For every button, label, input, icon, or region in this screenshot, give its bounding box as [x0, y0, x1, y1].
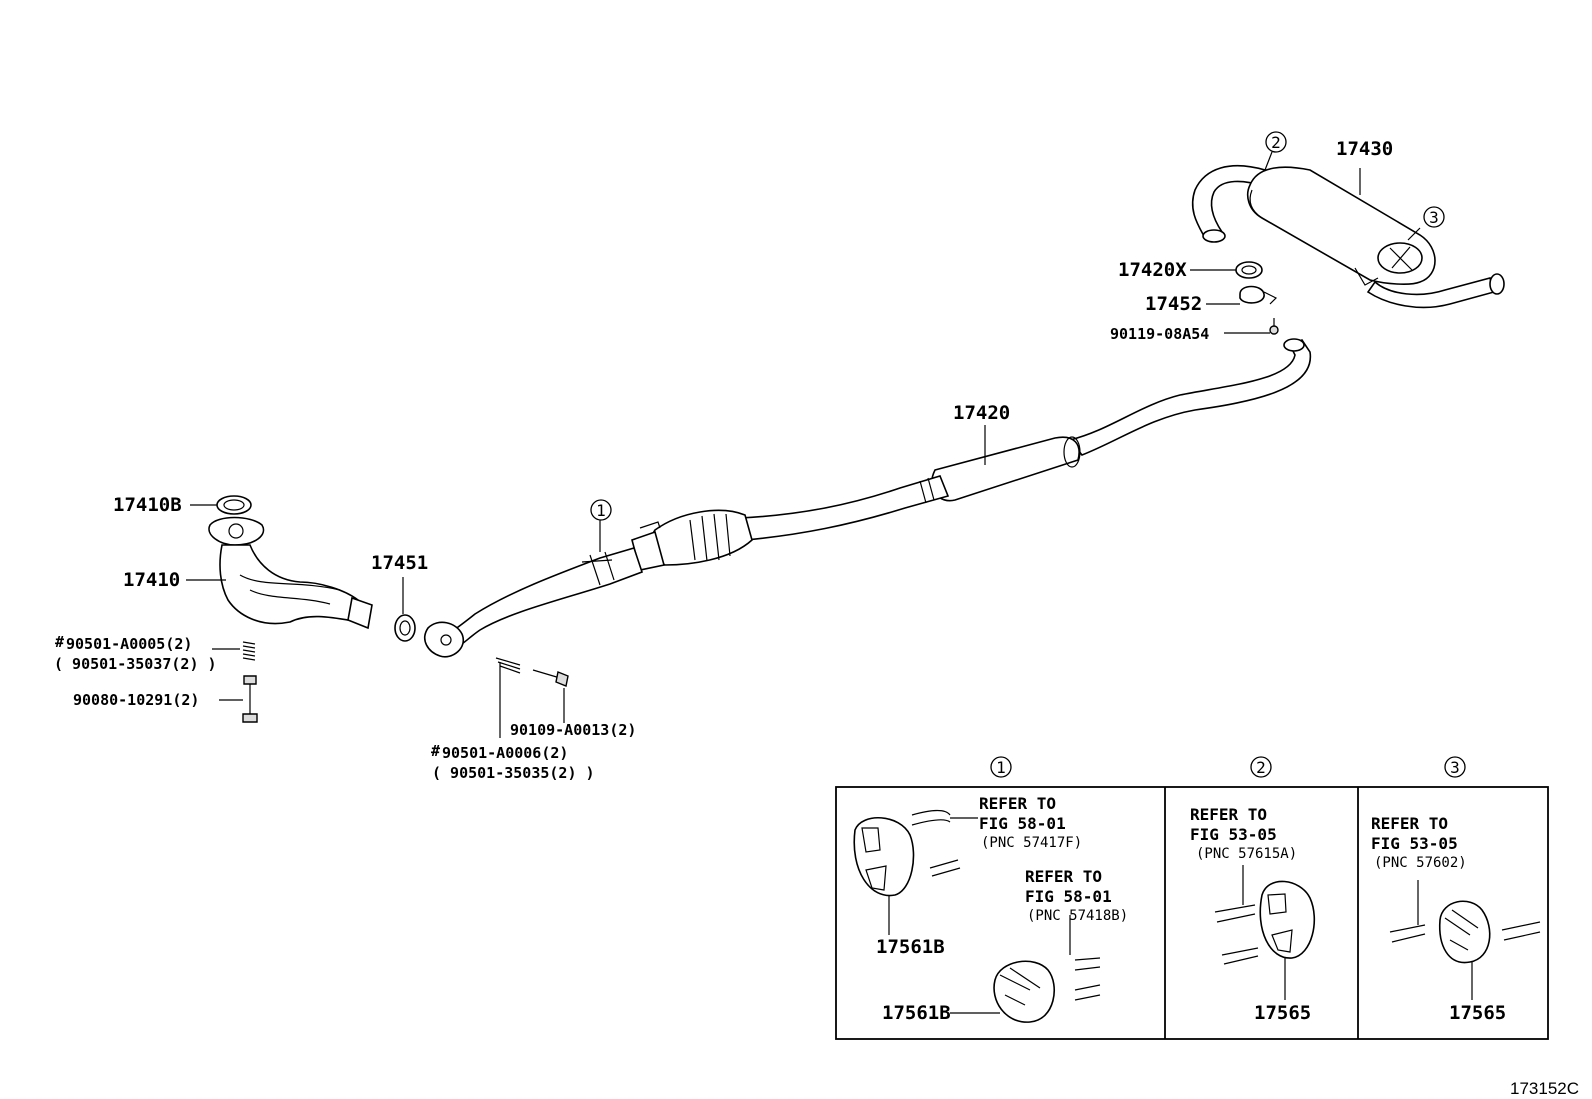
label-17410B: 17410B [113, 494, 182, 516]
panel-2: REFER TO FIG 53-05 (PNC 57615A) 17565 [1190, 805, 1316, 1024]
leader-lines [186, 151, 1421, 738]
svg-text:3: 3 [1450, 758, 1460, 777]
callout-3: 3 [1423, 206, 1445, 228]
label-17565-a: 17565 [1254, 1002, 1311, 1024]
label-17561B-a: 17561B [876, 936, 945, 958]
panel-1: REFER TO FIG 58-01 (PNC 57417F) REFER TO… [853, 794, 1128, 1024]
svg-text:FIG 53-05: FIG 53-05 [1190, 825, 1277, 844]
label-17430: 17430 [1336, 138, 1393, 160]
svg-text:FIG 58-01: FIG 58-01 [979, 814, 1066, 833]
main-callouts: 1 2 3 [590, 131, 1445, 521]
label-17451: 17451 [371, 552, 428, 574]
panel-2-number: 2 [1250, 756, 1272, 778]
hash-mark-2: # [431, 742, 440, 760]
svg-text:2: 2 [1256, 758, 1266, 777]
svg-text:1: 1 [996, 758, 1006, 777]
figure-id: 173152C [1510, 1079, 1579, 1098]
front-hardware [242, 641, 569, 723]
rear-joint-hardware [1235, 261, 1279, 335]
svg-text:(PNC 57602): (PNC 57602) [1374, 855, 1467, 871]
callout-1: 1 [590, 499, 612, 521]
label-17410: 17410 [123, 569, 180, 591]
svg-text:FIG 53-05: FIG 53-05 [1371, 834, 1458, 853]
front-pipe-drawing [208, 495, 416, 642]
svg-text:(PNC 57418B): (PNC 57418B) [1027, 908, 1128, 924]
rear-muffler-drawing [1191, 164, 1505, 309]
label-90109-A0013: 90109-A0013(2) [510, 721, 636, 739]
detail-panels: 1 2 3 REFER TO FIG 58-01 (PNC 57417F) RE… [835, 756, 1549, 1040]
label-90119-08A54: 90119-08A54 [1110, 325, 1209, 343]
label-17420X: 17420X [1118, 259, 1187, 281]
label-90501-A0006: 90501-A0006(2) [442, 744, 568, 762]
svg-text:2: 2 [1271, 133, 1281, 152]
label-90501-A0005: 90501-A0005(2) [66, 635, 192, 653]
svg-text:REFER TO: REFER TO [979, 794, 1056, 813]
panel-1-number: 1 [990, 756, 1012, 778]
label-17420: 17420 [953, 402, 1010, 424]
svg-text:REFER TO: REFER TO [1025, 867, 1102, 886]
label-17452: 17452 [1145, 293, 1202, 315]
callout-2: 2 [1265, 131, 1287, 153]
svg-text:1: 1 [596, 501, 606, 520]
panel-3-number: 3 [1444, 756, 1466, 778]
svg-text:(PNC 57417F): (PNC 57417F) [981, 835, 1082, 851]
svg-text:REFER TO: REFER TO [1190, 805, 1267, 824]
label-90501-35037: ( 90501-35037(2) ) [54, 655, 217, 673]
label-17565-b: 17565 [1449, 1002, 1506, 1024]
center-pipe-drawing [424, 338, 1311, 658]
part-labels: 17430 17420X 17452 90119-08A54 17420 174… [54, 138, 1393, 782]
svg-text:REFER TO: REFER TO [1371, 814, 1448, 833]
label-90080-10291: 90080-10291(2) [73, 691, 199, 709]
panel-3: REFER TO FIG 53-05 (PNC 57602) 17565 [1371, 814, 1541, 1024]
label-90501-35035: ( 90501-35035(2) ) [432, 764, 595, 782]
label-17561B-b: 17561B [882, 1002, 951, 1024]
svg-text:FIG 58-01: FIG 58-01 [1025, 887, 1112, 906]
svg-text:(PNC 57615A): (PNC 57615A) [1196, 846, 1297, 862]
hash-mark-1: # [55, 633, 64, 651]
svg-text:3: 3 [1429, 208, 1439, 227]
